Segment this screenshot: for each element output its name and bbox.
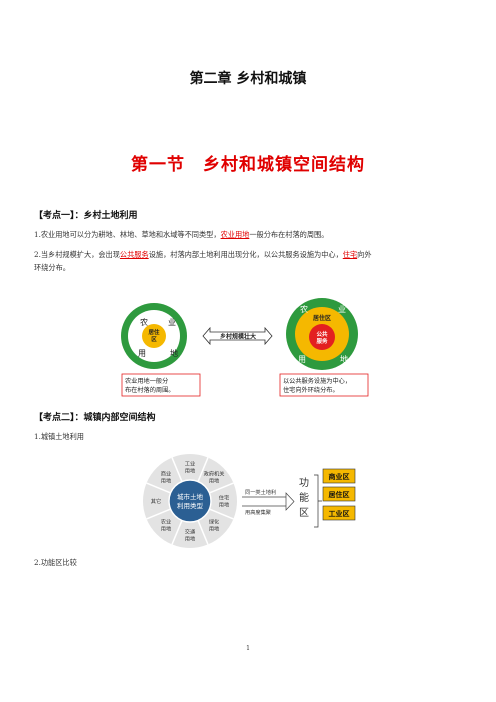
text-span: 环绕分布。 (34, 263, 70, 272)
segment-divider (171, 457, 183, 482)
func-char-1: 功 (299, 477, 309, 489)
section-title: 第一节 乡村和城镇空间结构 (131, 155, 365, 175)
text-span: 向外 (357, 250, 372, 259)
segment-labels: 工业用地政府机关用地住宅用地绿化用地交通用地农业用地其它商业用地 (151, 460, 229, 543)
func-char-3: 区 (299, 507, 309, 519)
right-label-ye: 业 (338, 304, 346, 314)
right-core-label1: 公共 (316, 330, 328, 338)
right-note-box (279, 373, 369, 397)
arrow-label-bottom: 用高度集聚 (245, 508, 272, 516)
text-span: 一般分布在村落的周围。 (249, 230, 329, 239)
segment-label: 用地 (209, 525, 219, 533)
segment-label: 工业 (185, 460, 195, 468)
left-core (142, 324, 166, 348)
segment-divider (209, 508, 234, 520)
left-label-ye: 业 (168, 317, 176, 327)
segment-label: 用地 (161, 525, 171, 533)
left-note-box (121, 373, 201, 397)
right-label-di: 地 (340, 354, 348, 364)
func-bracket (314, 474, 322, 528)
segment-label: 绿化 (209, 518, 219, 526)
rural-land-use-diagram: 农 业 用 地 居住 区 乡村规模壮大 农 业 用 地 居住区 公共 服务 农业… (121, 298, 369, 397)
growth-arrow-label: 乡村规模壮大 (220, 333, 256, 341)
zone-industrial-label: 工业区 (329, 509, 350, 518)
segment-divider (197, 457, 209, 482)
segment-label: 用地 (185, 467, 195, 475)
zone-residential-label: 居住区 (329, 490, 350, 499)
zone-residential (322, 486, 356, 502)
segment-label: 用地 (219, 501, 229, 509)
segment-label: 商业 (161, 469, 171, 477)
left-label-di: 地 (170, 348, 178, 358)
zone-commercial (322, 468, 356, 484)
left-label-nong: 农 (140, 317, 148, 327)
segment-label: 用地 (185, 535, 195, 543)
segment-divider (197, 520, 209, 545)
arrow-label-top: 同一类土地利 (245, 488, 276, 496)
segment-divider (146, 482, 171, 494)
left-core-label1: 居住 (148, 328, 160, 336)
segment-divider (171, 520, 183, 545)
segment-label: 住宅 (219, 494, 229, 502)
segment-divider (209, 482, 234, 494)
left-core-label2: 区 (151, 335, 157, 343)
page-number: 1 (246, 645, 250, 652)
point1-paragraph2: 2.当乡村规模扩大，会出现公共服务设施，村落内部土地利用出现分化，以公共服务设施… (34, 248, 464, 274)
center-label1: 城市土地 (177, 492, 204, 501)
zone-industrial (322, 505, 356, 521)
right-core-label2: 服务 (316, 337, 328, 345)
highlight-agri-land: 农业用地 (220, 230, 250, 239)
segment-label: 农业 (161, 518, 171, 526)
right-note-line1: 以公共服务设施为中心， (283, 377, 351, 385)
point2-item1: 1.城镇土地利用 (34, 432, 84, 441)
text-span: 1.农业用地可以分为耕地、林地、草地和水域等不同类型， (34, 230, 221, 239)
urban-land-use-diagram: 工业用地政府机关用地住宅用地绿化用地交通用地农业用地其它商业用地 城市土地 利用… (143, 454, 356, 548)
highlight-public-service: 公共服务 (119, 250, 149, 259)
segment-label: 政府机关 (204, 469, 225, 477)
segment-label: 交通 (185, 528, 196, 536)
segment-label: 其它 (151, 497, 161, 505)
point2-heading: 【考点二】：城镇内部空间结构 (34, 413, 156, 423)
highlight-residence: 住宅 (342, 250, 358, 259)
right-mid-label: 居住区 (313, 314, 331, 322)
point1-paragraph1: 1.农业用地可以分为耕地、林地、草地和水域等不同类型，农业用地一般分布在村落的周… (34, 228, 464, 241)
left-note-line1: 农业用地一般分 (125, 377, 168, 385)
right-note-line2: 住宅向外环绕分布。 (283, 386, 339, 394)
point2-item2: 2.功能区比较 (34, 558, 77, 567)
left-label-yong: 用 (138, 349, 146, 358)
zone-commercial-label: 商业区 (329, 472, 350, 481)
chapter-title: 第二章 乡村和城镇 (189, 71, 307, 87)
arrow-head (285, 492, 295, 511)
segment-label: 用地 (161, 476, 171, 484)
func-char-2: 能 (299, 491, 309, 504)
right-core (309, 324, 335, 350)
right-label-yong: 用 (298, 355, 306, 364)
left-note-line2: 布在村落的周围。 (125, 386, 175, 394)
segment-dividers (146, 457, 234, 545)
growth-arrow (202, 326, 273, 346)
center-circle (168, 479, 212, 523)
segment-divider (146, 508, 171, 520)
point1-heading: 【考点一】：乡村土地利用 (34, 211, 138, 221)
text-span: 2.当乡村规模扩大，会出现 (34, 250, 120, 259)
center-label2: 利用类型 (177, 501, 204, 510)
segment-label: 用地 (209, 476, 219, 484)
text-span: 设施，村落内部土地利用出现分化，以公共服务设施为中心， (148, 250, 343, 259)
right-label-nong: 农 (300, 304, 308, 314)
